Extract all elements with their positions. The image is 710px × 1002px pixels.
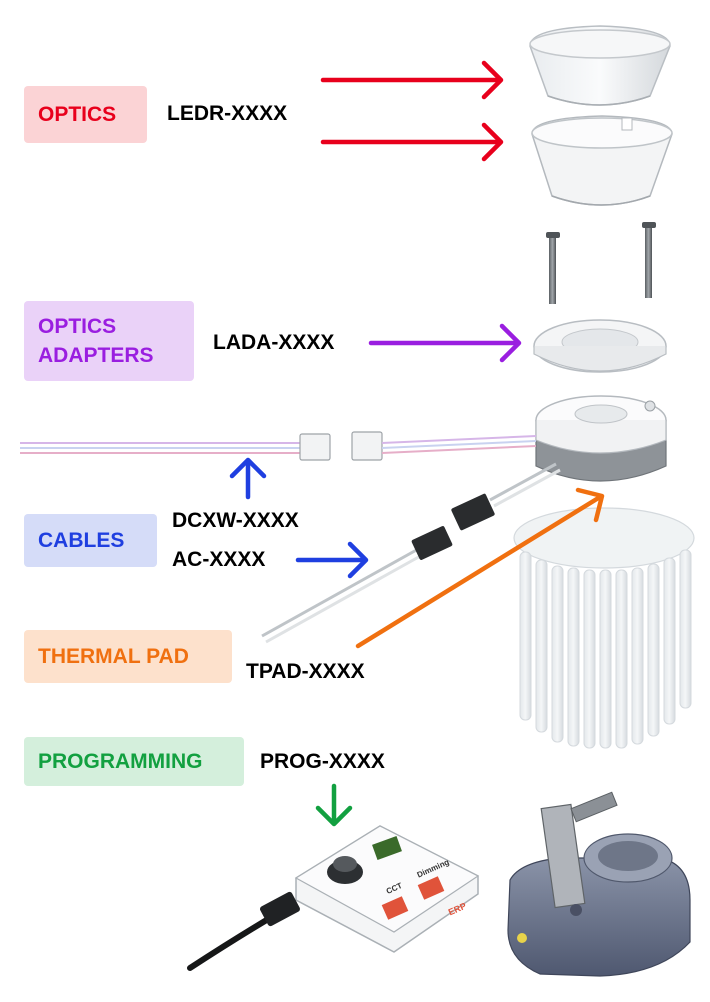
programming-device-drawing [187, 825, 480, 971]
category-optics: OPTICS [24, 86, 147, 143]
category-optics-adapters: OPTICS ADAPTERS [24, 301, 194, 381]
category-thermal-pad: THERMAL PAD [24, 630, 232, 683]
arrow-programming [315, 783, 353, 827]
part-number-cables-dc: DCXW-XXXX [172, 509, 299, 532]
programming-jig-drawing [507, 791, 691, 977]
arrow-cables-dc [229, 457, 267, 500]
heat-sink-drawing [513, 507, 695, 749]
part-number-thermal-pad: TPAD-XXXX [246, 660, 365, 683]
arrow-cables-ac [295, 541, 369, 579]
category-cables-label: CABLES [38, 529, 125, 552]
category-optics-label: OPTICS [38, 103, 117, 126]
category-programming: PROGRAMMING [24, 737, 244, 786]
category-programming-label: PROGRAMMING [38, 750, 203, 773]
optic-white-drawing [531, 115, 673, 206]
category-optics-adapters-label-line2: ADAPTERS [38, 344, 154, 367]
arrow-thermal-pad [355, 487, 605, 649]
part-number-optics: LEDR-XXXX [167, 102, 288, 125]
arrow-optics-2 [320, 122, 504, 162]
category-cables: CABLES [24, 514, 157, 567]
category-optics-adapters-label-line1: OPTICS [38, 315, 117, 338]
optic-adapter-drawing [533, 319, 667, 373]
part-number-cables-ac: AC-XXXX [172, 548, 266, 571]
part-number-programming: PROG-XXXX [260, 750, 385, 773]
led-module-drawing [535, 395, 667, 482]
dc-cable-drawing [20, 431, 537, 461]
optic-clear-drawing [529, 25, 671, 106]
category-thermal-pad-label: THERMAL PAD [38, 645, 189, 668]
ac-cable-drawing [261, 462, 561, 644]
arrow-optics-1 [320, 60, 504, 100]
arrow-optics-adapters [368, 323, 522, 363]
screws-drawing [546, 222, 656, 304]
part-number-optics-adapters: LADA-XXXX [213, 331, 335, 354]
